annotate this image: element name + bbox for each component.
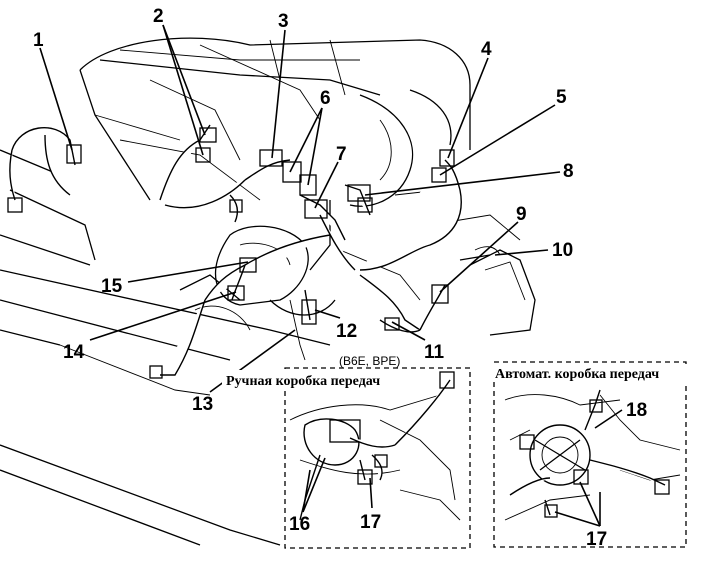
callout-18: 18 (626, 400, 647, 421)
leader-2b (162, 24, 204, 156)
leader-2a (162, 24, 206, 136)
manual-transmission-inset: Ручная коробка передач 16 17 (222, 367, 471, 549)
engine-bay-illustration (0, 37, 536, 546)
leader-5 (439, 104, 556, 176)
manual-inset-title: Ручная коробка передач (226, 374, 380, 389)
callout-13: 13 (192, 394, 213, 415)
leader-9 (439, 221, 519, 293)
callout-10: 10 (552, 240, 573, 261)
leader-4 (447, 57, 489, 159)
callout-3: 3 (278, 11, 289, 32)
leader-12 (314, 309, 341, 319)
callout-6: 6 (320, 88, 331, 109)
leader-7 (314, 161, 339, 209)
auto-inset-frame (493, 361, 687, 548)
leader-14 (89, 291, 237, 341)
engine-variant-label: (B6E, BPE) (339, 354, 400, 368)
callout-16: 16 (289, 514, 310, 535)
callout-15: 15 (101, 276, 123, 297)
callout-7: 7 (336, 144, 347, 165)
leader-15 (127, 261, 249, 283)
callout-9: 9 (516, 204, 527, 225)
leader-10 (494, 249, 549, 256)
callout-numbers: 1 2 3 4 5 6 7 8 9 10 11 12 13 14 15 (B6E… (33, 6, 574, 415)
callout-17-manual: 17 (360, 512, 381, 533)
callout-14: 14 (63, 342, 85, 363)
leader-3 (271, 29, 286, 159)
callout-8: 8 (563, 161, 574, 182)
automatic-transmission-inset: Автомат. коробка передач 18 17 (492, 361, 688, 550)
leader-6a (289, 107, 323, 173)
callout-11: 11 (424, 342, 445, 363)
auto-inset-title: Автомат. коробка передач (495, 367, 659, 382)
callout-12: 12 (336, 321, 357, 342)
callout-17-auto: 17 (586, 529, 607, 550)
callout-2: 2 (153, 6, 164, 27)
leader-11 (391, 321, 426, 341)
callout-leaders (39, 24, 561, 393)
leader-8 (364, 171, 561, 196)
manual-inset-frame (284, 367, 471, 549)
callout-5: 5 (556, 87, 567, 108)
callout-4: 4 (481, 39, 492, 60)
callout-1: 1 (33, 30, 44, 51)
leader-1 (39, 47, 73, 151)
leader-6b (307, 107, 323, 186)
